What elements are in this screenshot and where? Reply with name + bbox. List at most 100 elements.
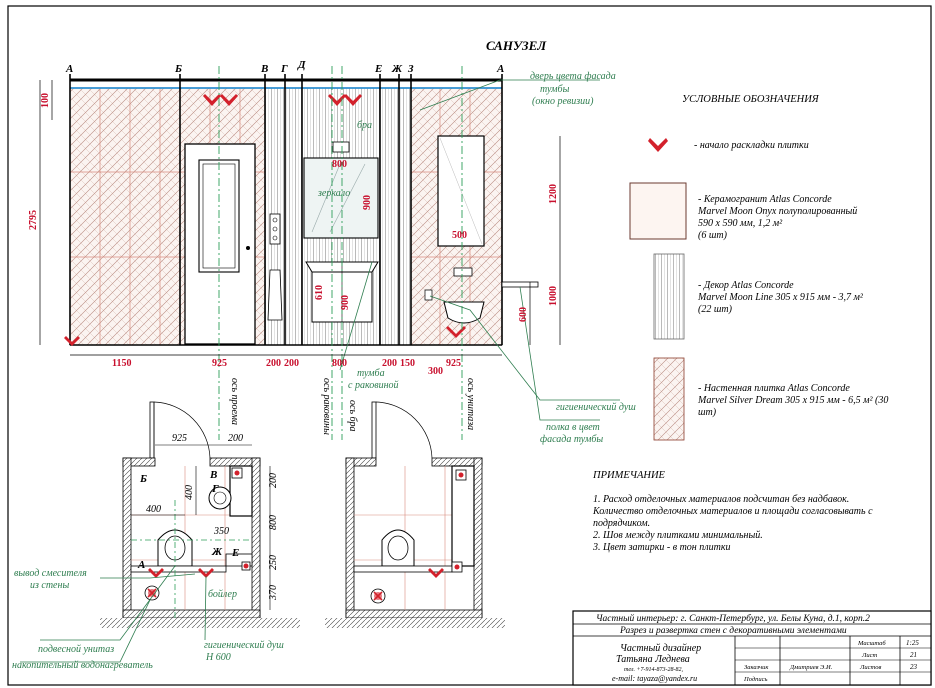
bra-lamp bbox=[332, 141, 350, 153]
legend-item3-l1: - Настенная плитка Atlas Concorde bbox=[698, 383, 850, 394]
label-tumba-2: с раковиной bbox=[348, 380, 399, 391]
plan-mark-g: Г bbox=[211, 483, 219, 495]
dim-1150: 1150 bbox=[112, 358, 131, 369]
decor-strip-zh-z bbox=[398, 87, 412, 346]
plan-mark-v: В bbox=[209, 469, 217, 481]
axis-mark-b: Б bbox=[174, 63, 182, 75]
plan-dim-370: 370 bbox=[268, 585, 279, 601]
axis-mark-zh: Ж bbox=[391, 63, 403, 75]
dim-1200: 1200 bbox=[548, 184, 559, 204]
stamp-designer2: Татьяна Леднева bbox=[616, 654, 690, 665]
plan-dim-400h: 400 bbox=[146, 504, 161, 515]
plan-dim-925: 925 bbox=[172, 433, 187, 444]
plan-dim-200: 200 bbox=[228, 433, 243, 444]
dim-200a: 200 bbox=[266, 358, 281, 369]
legend-item1-l2: Marvel Moon Onyx полуполированный bbox=[697, 206, 857, 217]
stamp-sign-lbl: Подпись bbox=[743, 676, 768, 683]
switch-block bbox=[269, 213, 281, 245]
plan-label-toilet: подвесной унитаз bbox=[38, 644, 114, 655]
legend-item2-l1: - Декор Atlas Concorde bbox=[698, 280, 794, 291]
legend-item1-l3: 590 х 590 мм, 1,2 м² bbox=[698, 218, 783, 229]
legend-swatch-porcelain bbox=[629, 182, 687, 240]
label-door-facade-3: (окно ревизии) bbox=[532, 96, 594, 107]
plan-mark-zh: Ж bbox=[211, 546, 223, 558]
plan-mark-a: А bbox=[137, 559, 145, 571]
legend-heading: УСЛОВНЫЕ ОБОЗНАЧЕНИЯ bbox=[682, 94, 820, 105]
dim-1000: 1000 bbox=[548, 286, 559, 306]
label-shelf-2: фасада тумбы bbox=[540, 434, 603, 445]
legend-item1-l1: - Керамогранит Atlas Concorde bbox=[698, 194, 832, 205]
sheet-frame bbox=[7, 5, 932, 686]
axis-mark-z: З bbox=[407, 63, 414, 75]
flush-button bbox=[453, 267, 473, 277]
label-axis-toilet: ось унитаза bbox=[465, 378, 476, 430]
door-handle bbox=[246, 246, 250, 250]
tile-area-a-b bbox=[69, 87, 181, 346]
note-line-3: подрядчиком. bbox=[593, 518, 650, 529]
plan-label-heater: накопительный водонагреватель bbox=[12, 660, 153, 671]
legend-start-text: - начало раскладки плитки bbox=[694, 140, 809, 151]
legend-item3-l3: шт) bbox=[698, 407, 717, 418]
axis-mark-a1: А bbox=[65, 63, 73, 75]
stamp-customer-val: Дмитриев Э.И. bbox=[789, 664, 833, 671]
plan-label-hshower: гигиенический душ bbox=[204, 640, 284, 651]
hyg-shower-elev bbox=[424, 289, 433, 301]
axis-mark-a2: А bbox=[496, 63, 504, 75]
legend-item1-l4: (6 шт) bbox=[698, 230, 728, 241]
axis-mark-g: Г bbox=[280, 63, 288, 75]
stamp-line1: Частный интерьер: г. Санкт-Петербург, ул… bbox=[596, 613, 870, 624]
dim-150: 150 bbox=[400, 358, 415, 369]
plan-label-mixer-1: вывод смесителя bbox=[14, 568, 87, 579]
label-door-facade-2: тумбы bbox=[540, 84, 570, 95]
dim-500: 500 bbox=[452, 230, 467, 241]
plan-mark-e: Е bbox=[231, 547, 239, 559]
elevation: А Б В Г Д Е Ж З А зеркало бра bbox=[64, 59, 620, 440]
dim-800-top: 800 bbox=[332, 159, 347, 170]
stamp-sheet-val: 21 bbox=[910, 651, 917, 659]
dim-900b: 900 bbox=[340, 295, 351, 310]
stamp-sheets-lbl: Листов bbox=[859, 664, 881, 671]
drawing-title: САНУЗЕЛ bbox=[486, 38, 547, 53]
legend-item3-l2: Marvel Silver Dream 305 х 915 мм - 6,5 м… bbox=[697, 395, 888, 406]
towel-icon bbox=[267, 269, 283, 321]
notes-heading: ПРИМЕЧАНИЕ bbox=[592, 470, 666, 481]
dim-925: 925 bbox=[212, 358, 227, 369]
plan-dim-250: 250 bbox=[268, 555, 279, 570]
shelf bbox=[501, 281, 539, 288]
plan-label-mixer-2: из стены bbox=[30, 580, 69, 591]
label-hyg-shower: гигиенический душ bbox=[556, 402, 636, 413]
dim-610: 610 bbox=[314, 285, 325, 300]
legend-start-icon bbox=[648, 138, 668, 152]
dim-900: 900 bbox=[362, 195, 373, 210]
stamp-email: e-mail: tayaza@yandex.ru bbox=[612, 674, 697, 683]
axis-mark-e: Е bbox=[374, 63, 382, 75]
label-axis-bra: ось бра bbox=[347, 400, 358, 432]
dim-200b: 200 bbox=[284, 358, 299, 369]
label-tumba-1: тумба bbox=[357, 368, 385, 379]
dim-2795: 2795 bbox=[28, 210, 39, 230]
plan-dim-400v: 400 bbox=[184, 485, 195, 500]
decor-strip-g-d bbox=[284, 87, 303, 346]
axis-mark-d: Д bbox=[297, 59, 306, 71]
legend-item2-l2: Marvel Moon Line 305 х 915 мм - 3,7 м² bbox=[697, 292, 864, 303]
stamp-sheet-lbl: Лист bbox=[861, 652, 878, 659]
plan-dim-200v: 200 bbox=[268, 473, 279, 488]
note-line-2: Количество отделочных материалов и площа… bbox=[592, 506, 873, 517]
legend-item2-l3: (22 шт) bbox=[698, 304, 733, 315]
label-axis-door: ось проема bbox=[229, 378, 240, 425]
axis-mark-v: В bbox=[260, 63, 268, 75]
stamp-scale-val: 1:25 bbox=[906, 639, 919, 647]
stamp-designer1: Частный дизайнер bbox=[620, 643, 701, 654]
dim-300: 300 bbox=[428, 366, 443, 377]
stamp-phone: тел. +7-914-873-28-82, bbox=[624, 666, 684, 673]
plan-right bbox=[325, 401, 505, 628]
stamp-scale-lbl: Масштаб bbox=[857, 640, 886, 647]
label-door-facade-1: дверь цвета фасада bbox=[530, 71, 616, 82]
note-line-5: 3. Цвет затирки - в тон плитки bbox=[592, 542, 731, 553]
plan-mark-b: Б bbox=[139, 473, 147, 485]
title-block bbox=[572, 610, 932, 686]
plan-dim-800: 800 bbox=[268, 515, 279, 530]
stamp-sheets-val: 23 bbox=[910, 663, 918, 671]
label-shelf-1: полка в цвет bbox=[546, 422, 600, 433]
